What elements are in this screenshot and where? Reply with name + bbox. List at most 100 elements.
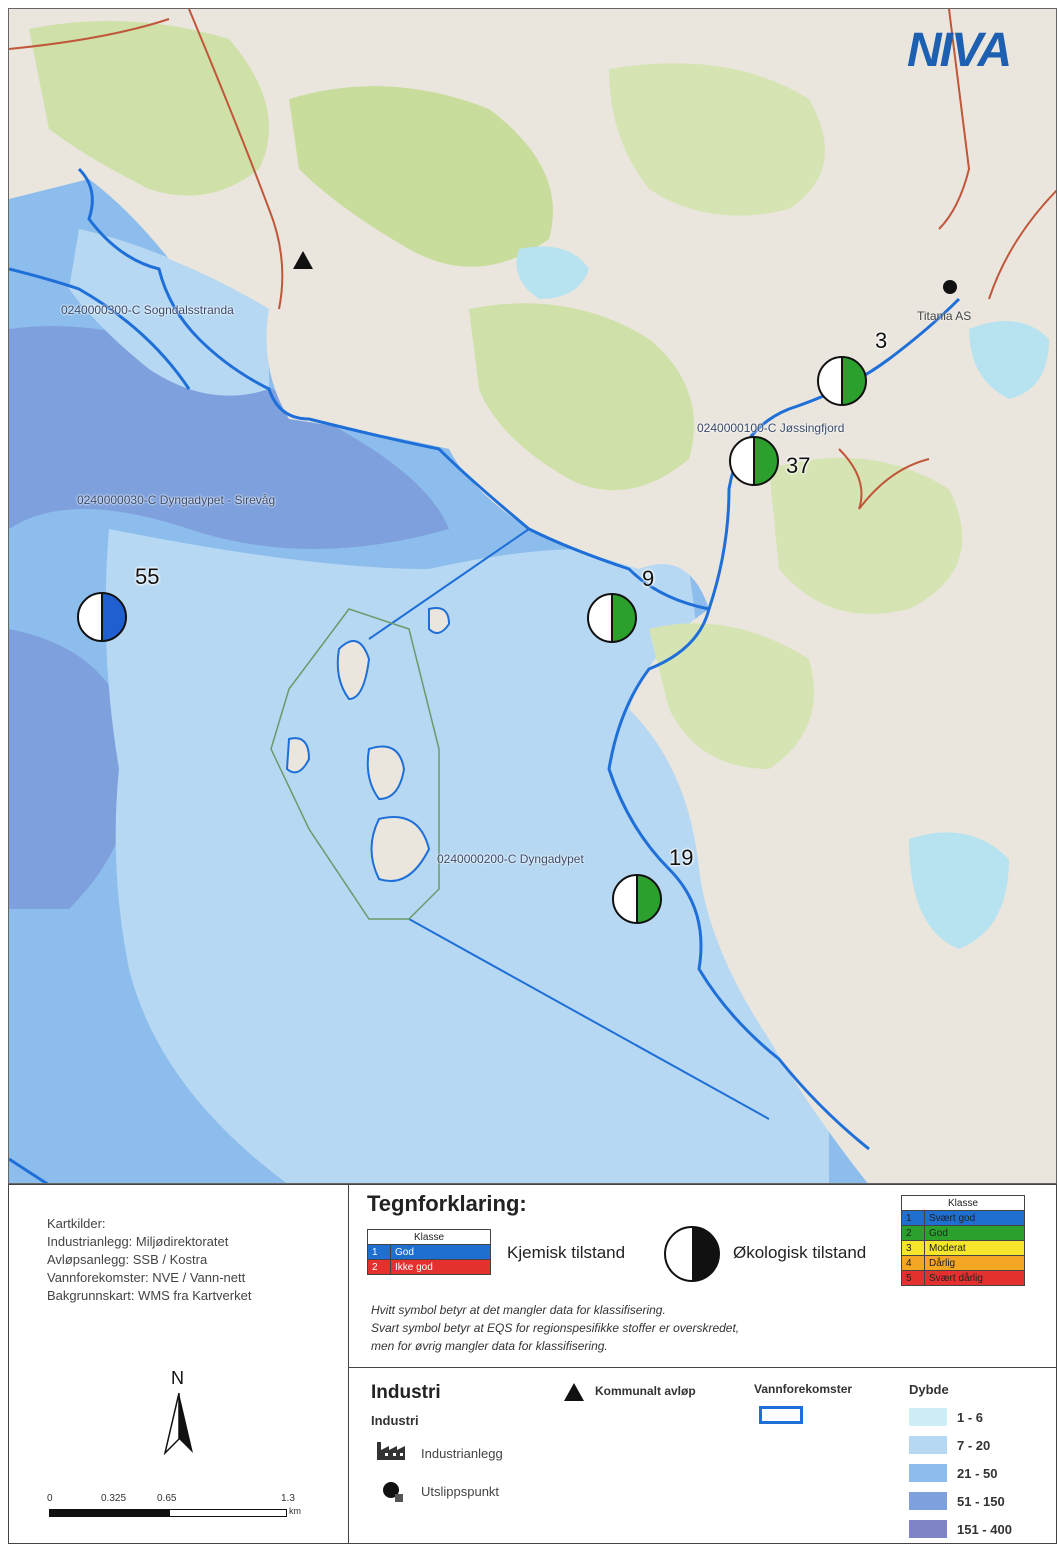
- sewage-label: Kommunalt avløp: [595, 1384, 696, 1398]
- island-group-outline: [270, 608, 440, 920]
- waterbody-division-lines: [368, 528, 770, 1120]
- north-label: N: [171, 1368, 184, 1388]
- chem-class-header: Klasse: [367, 1229, 491, 1245]
- sources-box: Kartkilder: Industrianlegg: Miljødirekto…: [9, 1185, 349, 1543]
- chem-class-label: Ikke god: [390, 1259, 491, 1275]
- station-number: 55: [135, 564, 160, 589]
- legend-note: Hvitt symbol betyr at det mangler data f…: [371, 1303, 666, 1317]
- station-number: 19: [669, 845, 694, 870]
- waterbodies-label: Vannforekomster: [754, 1382, 853, 1396]
- factory-icon: [377, 1442, 405, 1460]
- depth-label: 7 - 20: [957, 1437, 991, 1453]
- scale-tick: 0.65: [157, 1493, 177, 1504]
- coastline-boundary: [77, 167, 870, 1151]
- road-3: [838, 448, 930, 510]
- site-label-titania: Titania AS: [917, 309, 972, 323]
- eco-caption: Økologisk tilstand: [733, 1243, 867, 1262]
- depth-swatch: [909, 1520, 947, 1538]
- industry-legend: Industri Industri Industrianlegg Utslipp…: [349, 1368, 1057, 1543]
- sewage-triangle-icon: [564, 1383, 584, 1401]
- island-2: [366, 745, 406, 801]
- jossing-boundary: [707, 297, 961, 610]
- eco-class-label: Svært dårlig: [924, 1270, 1025, 1286]
- industry-item: Industrianlegg: [421, 1446, 503, 1461]
- discharge-point-icon[interactable]: [943, 280, 957, 294]
- sources-list: Kartkilder: Industrianlegg: Miljødirekto…: [47, 1215, 251, 1305]
- sources-line: Industrianlegg: Miljødirektoratet: [47, 1234, 229, 1249]
- scale-segment-dark: [49, 1509, 169, 1517]
- depth-row: 151 - 400: [909, 1520, 1012, 1538]
- island-3: [285, 737, 311, 774]
- depth-label: 51 - 150: [957, 1493, 1005, 1509]
- legend-panel: Kartkilder: Industrianlegg: Miljødirekto…: [8, 1184, 1057, 1544]
- chem-caption: Kjemisk tilstand: [507, 1243, 626, 1262]
- status-symbol-icon: [664, 1226, 720, 1282]
- eco-class-number: 4: [901, 1255, 925, 1271]
- status-circle-icon[interactable]: [586, 592, 638, 644]
- status-circle-icon[interactable]: [728, 435, 780, 487]
- legend-title: Tegnforklaring:: [367, 1191, 527, 1216]
- sources-line: Kartkilder:: [47, 1216, 106, 1231]
- deep-area-2: [9, 629, 133, 909]
- sources-line: Vannforekomster: NVE / Vann-nett: [47, 1270, 246, 1285]
- lake-1: [516, 246, 589, 299]
- status-circle-icon[interactable]: [76, 591, 128, 643]
- station-number: 3: [875, 328, 888, 353]
- depth-swatch: [909, 1436, 947, 1454]
- sources-line: Avløpsanlegg: SSB / Kostra: [47, 1252, 208, 1267]
- sources-line: Bakgrunnskart: WMS fra Kartverket: [47, 1288, 252, 1303]
- industry-item: Utslippspunkt: [421, 1484, 500, 1499]
- status-circle-icon[interactable]: [816, 355, 868, 407]
- scale-tick: 1.3: [281, 1493, 295, 1504]
- lake-3: [969, 321, 1049, 399]
- shallow-area-1: [69, 229, 269, 396]
- eco-class-label: Dårlig: [924, 1255, 1025, 1271]
- vegetation-5: [769, 457, 963, 614]
- chem-class-label: God: [390, 1244, 491, 1260]
- north-arrow-icon: [163, 1392, 193, 1455]
- depth-row: 7 - 20: [909, 1436, 990, 1454]
- scale-bar: 0 0.325 0.65 1.3 km: [47, 1493, 307, 1523]
- chem-class-number: 1: [367, 1244, 391, 1260]
- road-2: [938, 9, 1056, 300]
- depth-list: 1 - 6 7 - 20 21 - 50 51 - 150 151 - 400: [909, 1408, 1049, 1543]
- vegetation-1: [29, 21, 269, 196]
- industry-title: Industri: [371, 1382, 441, 1403]
- depth-label: 21 - 50: [957, 1465, 998, 1481]
- island-5: [428, 607, 451, 634]
- legend-note: men for øvrig mangler data for klassifis…: [371, 1339, 608, 1353]
- road-1: [9, 9, 284, 310]
- vegetation-3: [469, 303, 694, 491]
- sogndal-boundary: [9, 267, 191, 390]
- eco-class-label: Svært god: [924, 1210, 1025, 1226]
- waterbody-label-dyngadypet: 0240000200-C Dyngadypet: [437, 852, 584, 866]
- depth-label: 1 - 6: [957, 1409, 984, 1425]
- depth-swatch: [909, 1492, 947, 1510]
- waterbody-label-dyngadypet-sirevag: 0240000030-C Dyngadypet - Sirevåg: [77, 493, 276, 507]
- lake-2: [909, 832, 1009, 949]
- map-canvas: [9, 9, 1056, 1183]
- depth-label: 151 - 400: [957, 1521, 1012, 1537]
- depth-row: 21 - 50: [909, 1464, 997, 1482]
- map-panel[interactable]: NIVA 0240000300-C Sogndalsstranda 024000…: [8, 8, 1057, 1184]
- scale-segment-light: [169, 1509, 287, 1517]
- scale-tick: 0: [47, 1493, 53, 1504]
- eco-class-number: 1: [901, 1210, 925, 1226]
- depth-swatch: [909, 1408, 947, 1426]
- waterbody-label-jossing: 0240000100-C Jøssingfjord: [697, 421, 845, 435]
- sewage-triangle-icon[interactable]: [293, 251, 313, 269]
- discharge-icon: [383, 1482, 403, 1502]
- scale-tick: 0.325: [101, 1493, 127, 1504]
- eco-class-label: Moderat: [924, 1240, 1025, 1256]
- waterbody-label-sogndal: 0240000300-C Sogndalsstranda: [61, 303, 234, 317]
- chem-class-number: 2: [367, 1259, 391, 1275]
- depth-row: 51 - 150: [909, 1492, 1005, 1510]
- niva-logo: NIVA: [907, 24, 1012, 77]
- waterbody-swatch: [759, 1406, 803, 1424]
- station-number: 37: [786, 453, 811, 478]
- status-circle-icon[interactable]: [611, 873, 663, 925]
- eco-class-number: 3: [901, 1240, 925, 1256]
- station-number: 9: [642, 566, 655, 591]
- vegetation-4: [609, 63, 825, 216]
